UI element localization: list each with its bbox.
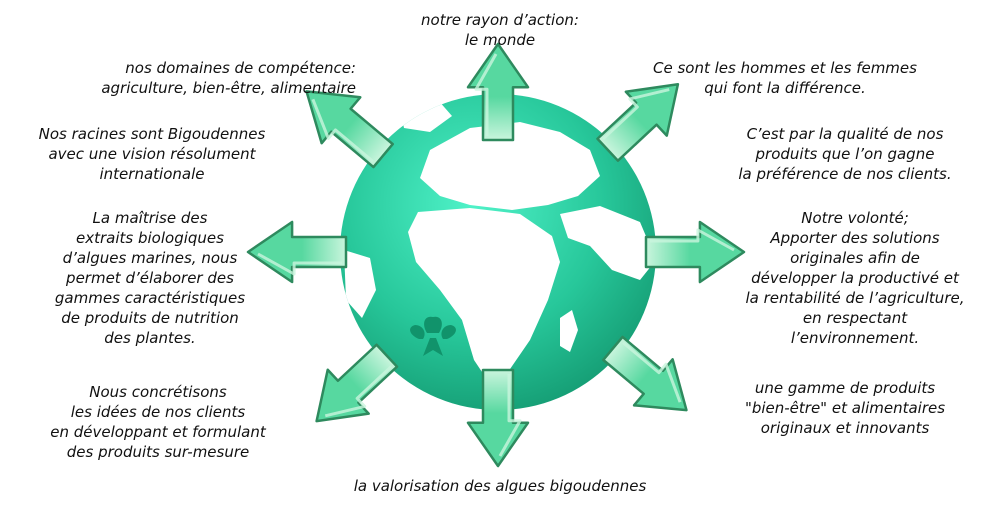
label-line: permet d’élaborer des bbox=[66, 269, 234, 287]
label-line: "bien-être" et alimentaires bbox=[744, 399, 946, 417]
label-line: les idées de nos clients bbox=[70, 403, 246, 421]
label-line: développer la productivé et bbox=[751, 269, 959, 287]
label-upper-right: C’est par la qualité de nos produits que … bbox=[700, 124, 990, 184]
label-line: des plantes. bbox=[104, 329, 196, 347]
label-line: l’environnement. bbox=[790, 329, 920, 347]
label-line: Nos racines sont Bigoudennes bbox=[38, 125, 266, 143]
label-line: en développant et formulant bbox=[50, 423, 266, 441]
label-line: des produits sur-mesure bbox=[66, 443, 250, 461]
label-line: Apporter des solutions bbox=[770, 229, 940, 247]
arrow-down-icon bbox=[466, 368, 530, 468]
label-line: en respectant bbox=[802, 309, 908, 327]
label-line: Ce sont les hommes et les femmes bbox=[653, 59, 917, 77]
label-line: Notre volonté; bbox=[801, 209, 909, 227]
label-top: notre rayon d’action: le monde bbox=[380, 10, 620, 50]
arrow-down-left-icon bbox=[315, 343, 399, 423]
label-line: nos domaines de compétence: bbox=[125, 59, 356, 77]
label-line: gammes caractéristiques bbox=[54, 289, 246, 307]
arrow-up-right-icon bbox=[596, 82, 680, 162]
label-line: la valorisation des algues bigoudennes bbox=[353, 477, 647, 495]
label-bottom: la valorisation des algues bigoudennes bbox=[300, 476, 700, 496]
label-line: Nous concrétisons bbox=[89, 383, 227, 401]
label-line: C’est par la qualité de nos bbox=[746, 125, 944, 143]
label-line: originaux et innovants bbox=[760, 419, 930, 437]
label-line: le monde bbox=[464, 31, 536, 49]
label-line: une gamme de produits bbox=[754, 379, 936, 397]
label-line: agriculture, bien-être, alimentaire bbox=[101, 79, 356, 97]
label-line: originales afin de bbox=[790, 249, 920, 267]
label-top-left: nos domaines de compétence: agriculture, … bbox=[20, 58, 356, 98]
arrow-left-icon bbox=[246, 220, 348, 284]
label-left: La maîtrise des extraits biologiques d’alg… bbox=[30, 208, 270, 348]
label-line: d’algues marines, nous bbox=[62, 249, 238, 267]
arrow-up-left-icon bbox=[305, 90, 394, 169]
label-bottom-left: Nous concrétisons les idées de nos client… bbox=[8, 382, 308, 462]
label-line: la rentabilité de l’agriculture, bbox=[745, 289, 965, 307]
arrows bbox=[246, 42, 746, 468]
label-line: produits que l’on gagne bbox=[755, 145, 935, 163]
label-line: internationale bbox=[99, 165, 205, 183]
label-line: extraits biologiques bbox=[76, 229, 224, 247]
arrow-down-right-icon bbox=[602, 335, 688, 412]
label-bottom-right: une gamme de produits "bien-être" et alim… bbox=[710, 378, 980, 438]
label-line: avec une vision résolument bbox=[48, 145, 256, 163]
label-line: la préférence de nos clients. bbox=[738, 165, 952, 183]
label-top-right: Ce sont les hommes et les femmes qui font… bbox=[600, 58, 970, 98]
label-line: qui font la différence. bbox=[704, 79, 866, 97]
globe-icon bbox=[340, 94, 656, 410]
continents bbox=[344, 100, 656, 384]
label-line: notre rayon d’action: bbox=[421, 11, 579, 29]
label-line: La maîtrise des bbox=[92, 209, 208, 227]
label-line: de produits de nutrition bbox=[61, 309, 239, 327]
arrow-right-icon bbox=[644, 220, 746, 284]
ermine-icon bbox=[410, 316, 456, 356]
label-upper-left: Nos racines sont Bigoudennes avec une vis… bbox=[2, 124, 302, 184]
arrow-up-icon bbox=[466, 42, 530, 142]
label-right: Notre volonté; Apporter des solutions orig… bbox=[720, 208, 990, 348]
